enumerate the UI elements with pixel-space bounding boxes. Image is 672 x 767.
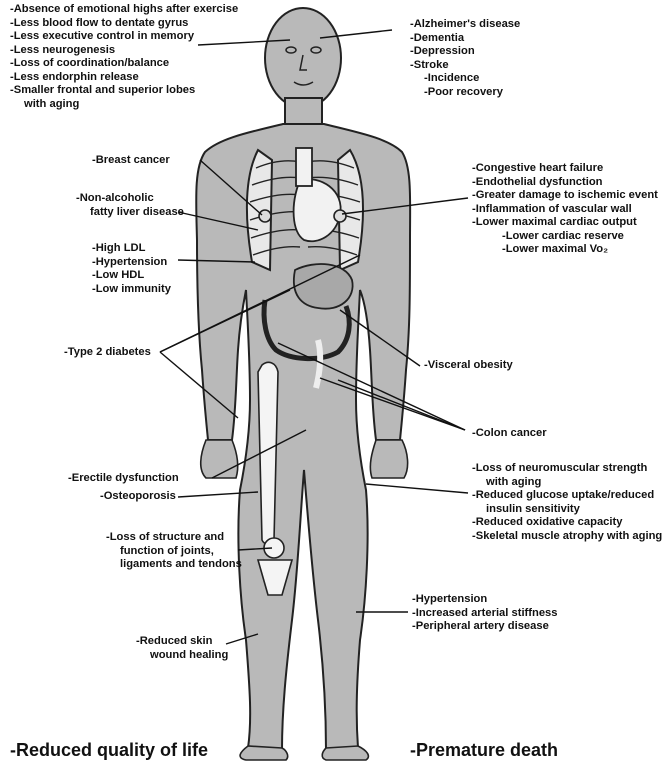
muscle-label: -Loss of neuromuscular strength with agi… [472,462,662,543]
left-hand [201,440,238,478]
visceral-obesity-label: -Visceral obesity [424,359,513,373]
osteoporosis-label: -Osteoporosis [100,490,176,504]
right-foot [322,746,368,760]
reduced-quality-label: -Reduced quality of life [10,740,208,761]
skin-label: -Reduced skin wound healing [136,635,228,662]
breast-cancer-label: -Breast cancer [92,154,170,168]
erectile-label: -Erectile dysfunction [68,472,179,486]
head-effects-label: -Absence of emotional highs after exerci… [10,3,238,111]
liver-label: -Non-alcoholic fatty liver disease [76,192,184,219]
vascular-label: -Hypertension -Increased arterial stiffn… [412,593,558,634]
premature-death-label: -Premature death [410,740,558,761]
metabolic-label: -High LDL -Hypertension -Low HDL -Low im… [92,242,171,296]
joints-label: -Loss of structure and function of joint… [106,531,242,572]
stomach [294,264,353,309]
right-hand [370,440,407,478]
left-foot [240,746,288,760]
brain-diseases-label: -Alzheimer's disease -Dementia -Depressi… [410,18,520,99]
diabetes-label: -Type 2 diabetes [64,346,151,360]
heart-label: -Congestive heart failure -Endothelial d… [472,162,658,257]
colon-cancer-label: -Colon cancer [472,427,547,441]
